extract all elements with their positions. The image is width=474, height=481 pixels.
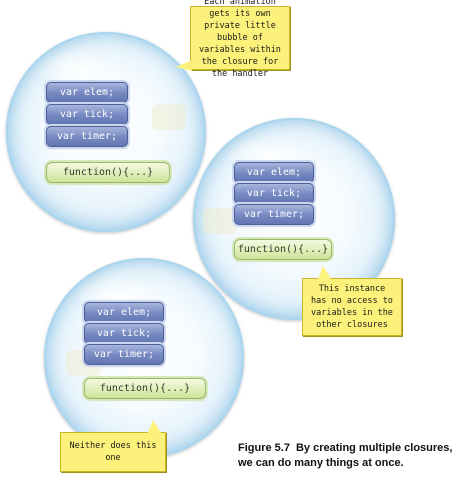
- var-tick-box: var tick;: [234, 183, 314, 204]
- function-box: function(){...}: [234, 239, 332, 260]
- callout-note-top-text: Each animation gets its own private litt…: [199, 0, 281, 79]
- var-timer-box: var timer;: [46, 126, 128, 147]
- figure-number: Figure 5.7: [238, 442, 290, 454]
- callout-pointer: [148, 420, 161, 433]
- callout-pointer: [318, 266, 331, 279]
- var-elem-box: var elem;: [84, 302, 164, 323]
- var-elem-box: var elem;: [234, 162, 314, 183]
- callout-note-bottom-text: Neither does this one: [69, 441, 157, 463]
- function-box: function(){...}: [84, 378, 206, 399]
- var-timer-box: var timer;: [84, 344, 164, 365]
- function-box: function(){...}: [46, 162, 170, 183]
- var-timer-box: var timer;: [234, 204, 314, 225]
- callout-note-middle-text: This instance has no access to variables…: [311, 284, 393, 330]
- var-tick-box: var tick;: [84, 323, 164, 344]
- callout-note-middle: This instance has no access to variables…: [302, 278, 402, 336]
- var-tick-box: var tick;: [46, 104, 128, 125]
- callout-pointer: [176, 60, 192, 71]
- callout-note-top: Each animation gets its own private litt…: [190, 0, 290, 79]
- closure-bubble-1: [6, 32, 206, 232]
- bubble-reflection: [203, 208, 237, 234]
- callout-note-bottom: Neither does this one: [60, 432, 166, 472]
- figure-caption-text: By creating multiple closures, we can do…: [238, 442, 453, 469]
- bubble-reflection: [152, 104, 186, 130]
- var-elem-box: var elem;: [46, 82, 128, 103]
